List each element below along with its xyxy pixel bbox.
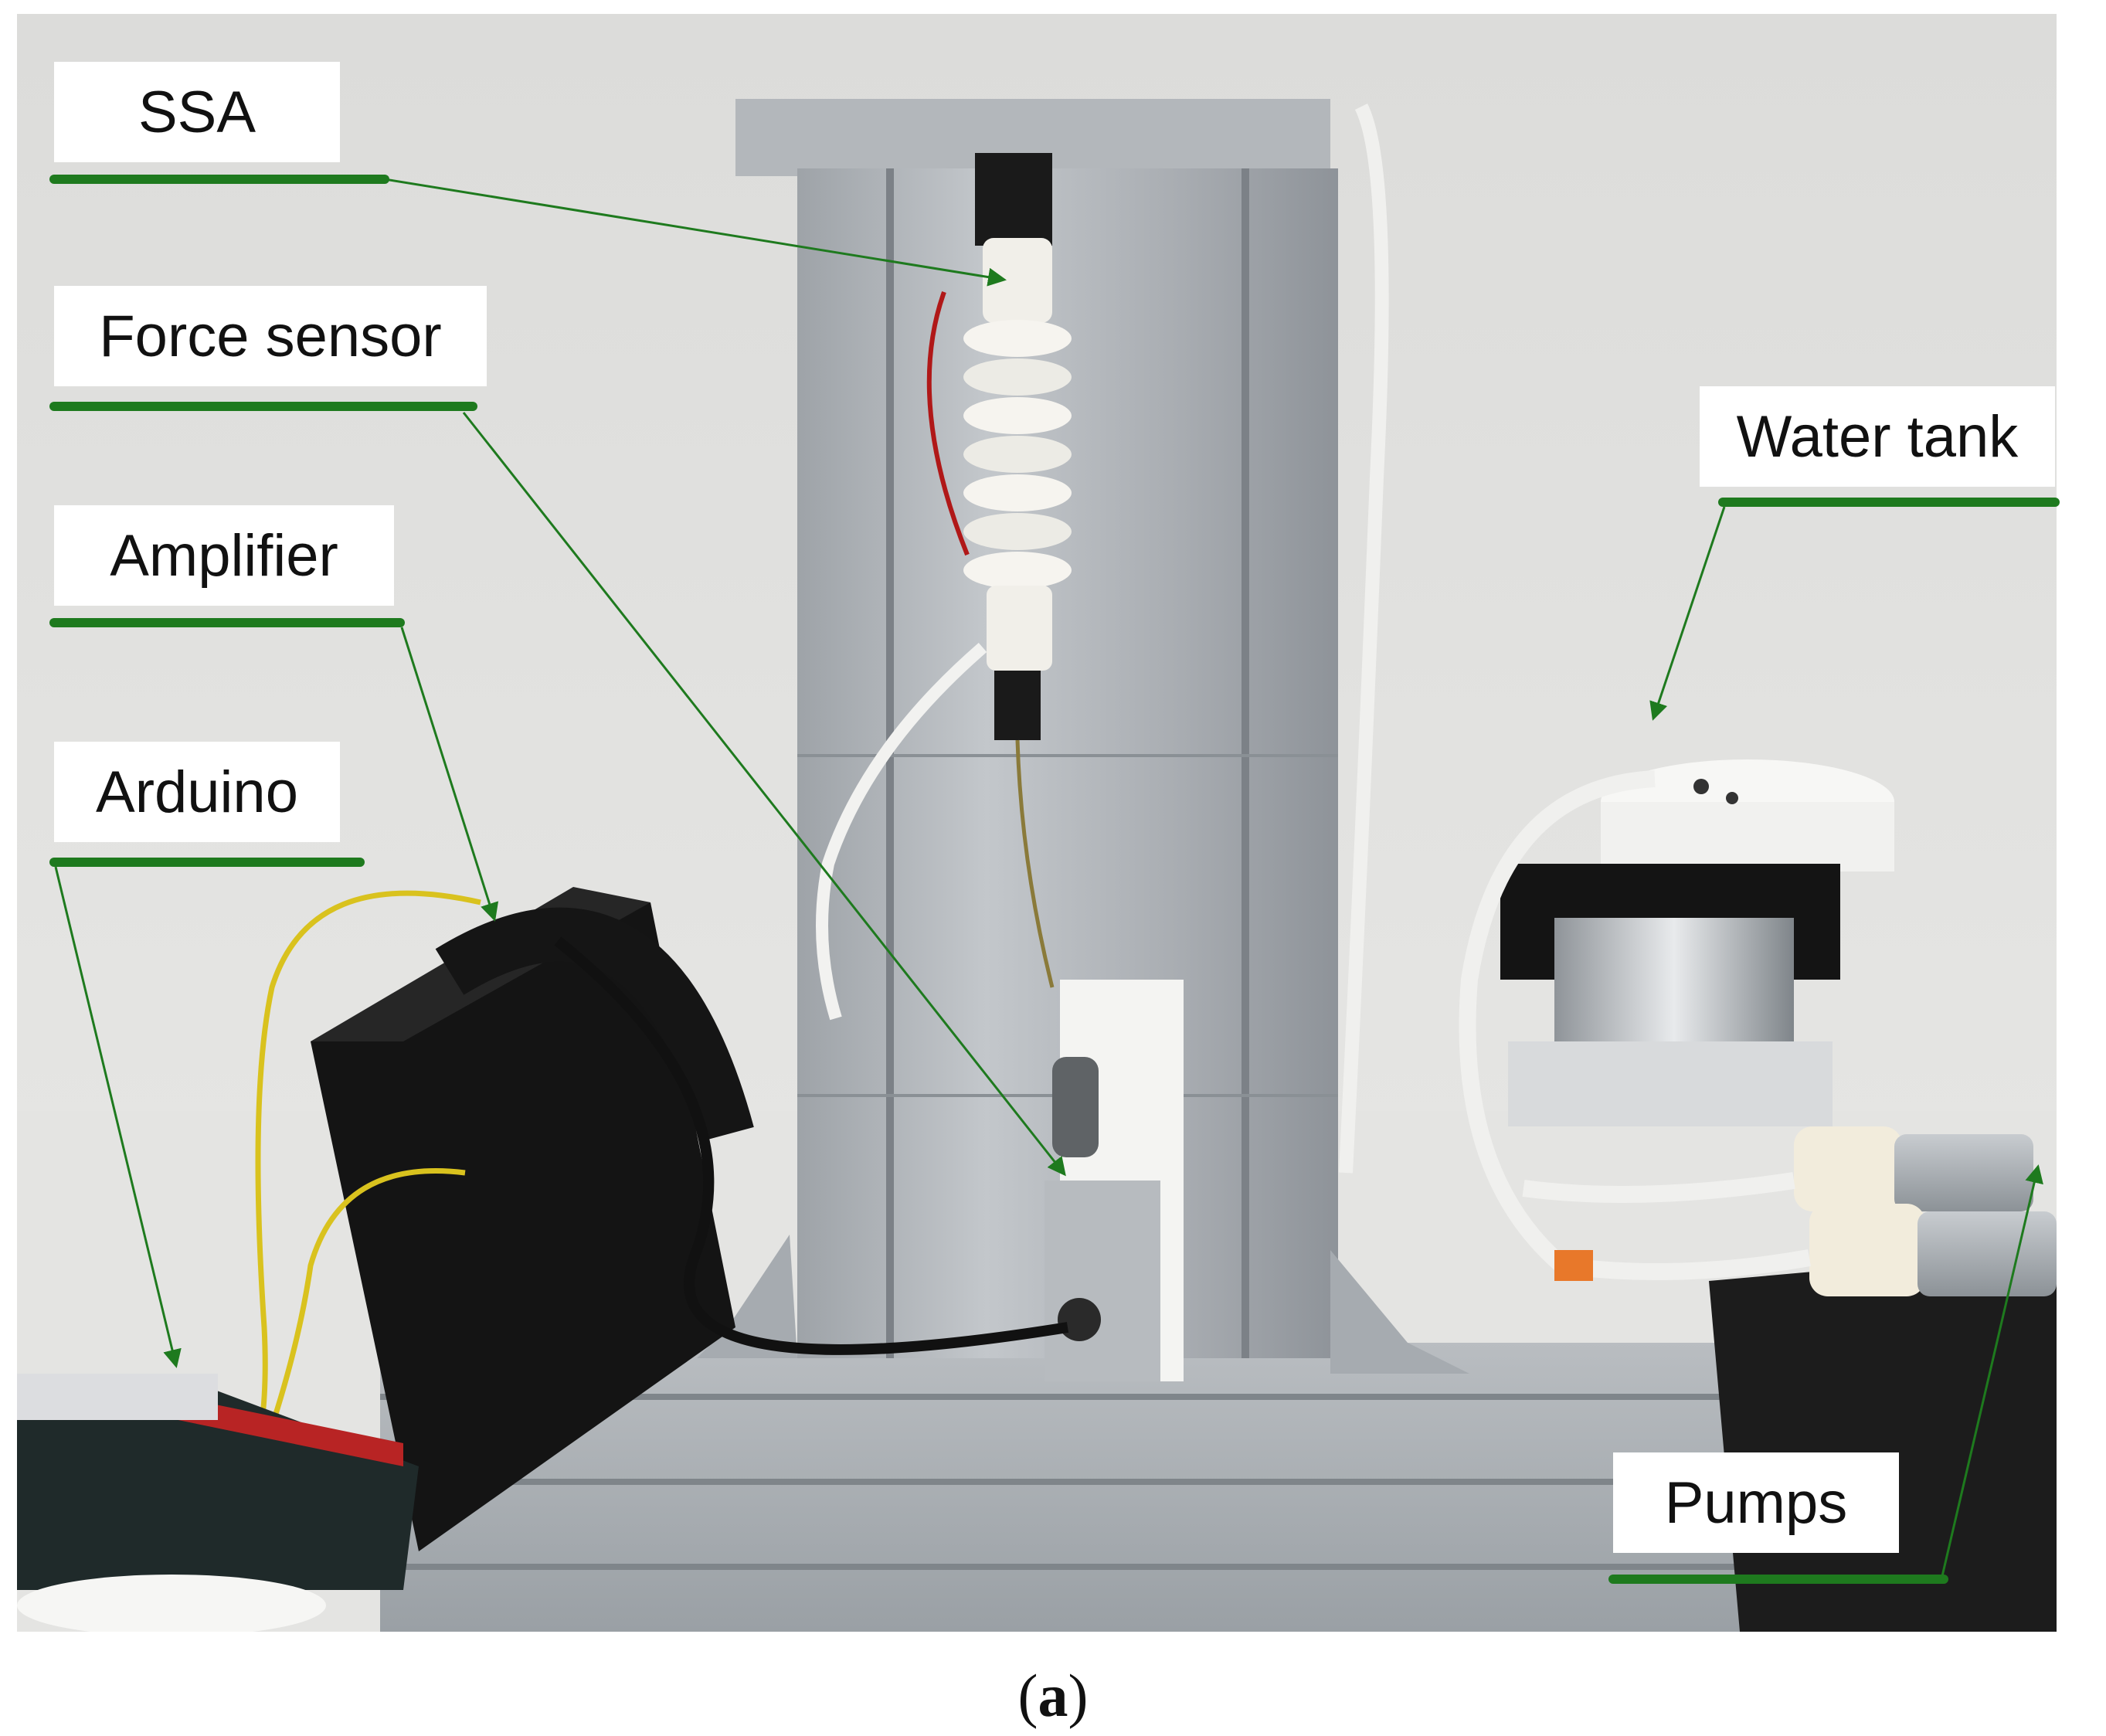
soft-actuator — [963, 238, 1072, 671]
caption-close: ) — [1068, 1662, 1089, 1729]
figure-caption: (a) — [0, 1661, 2106, 1731]
setup-photo-drawing — [17, 14, 2057, 1632]
label-force-sensor-text: Force sensor — [99, 303, 442, 369]
label-amplifier: Amplifier — [54, 505, 394, 606]
label-pumps-text: Pumps — [1664, 1469, 1848, 1536]
pumps — [1522, 1126, 2057, 1296]
arduino-board — [17, 1374, 419, 1590]
leader-force-sensor — [462, 412, 1066, 1177]
caption-open: ( — [1017, 1662, 1038, 1729]
amplifier-box — [311, 902, 735, 1551]
actuator-clamp — [975, 153, 1052, 246]
caption-letter: a — [1038, 1662, 1068, 1729]
label-water-tank-text: Water tank — [1736, 403, 2019, 470]
label-pumps: Pumps — [1613, 1452, 1899, 1553]
label-water-tank: Water tank — [1700, 386, 2055, 487]
label-arduino-text: Arduino — [96, 759, 298, 825]
leader-amplifier — [400, 627, 499, 922]
leader-ssa — [384, 178, 1007, 287]
water-tank — [1554, 918, 1794, 1049]
label-force-sensor: Force sensor — [54, 286, 487, 386]
leader-arduino — [54, 866, 182, 1368]
force-sensor — [1045, 1181, 1160, 1381]
label-arduino: Arduino — [54, 742, 340, 842]
leader-water-tank — [1649, 506, 1726, 721]
leader-pumps — [1941, 1164, 2043, 1577]
setup-photo — [17, 14, 2057, 1632]
label-ssa-text: SSA — [138, 79, 256, 145]
label-ssa: SSA — [54, 62, 340, 162]
label-amplifier-text: Amplifier — [110, 522, 338, 589]
